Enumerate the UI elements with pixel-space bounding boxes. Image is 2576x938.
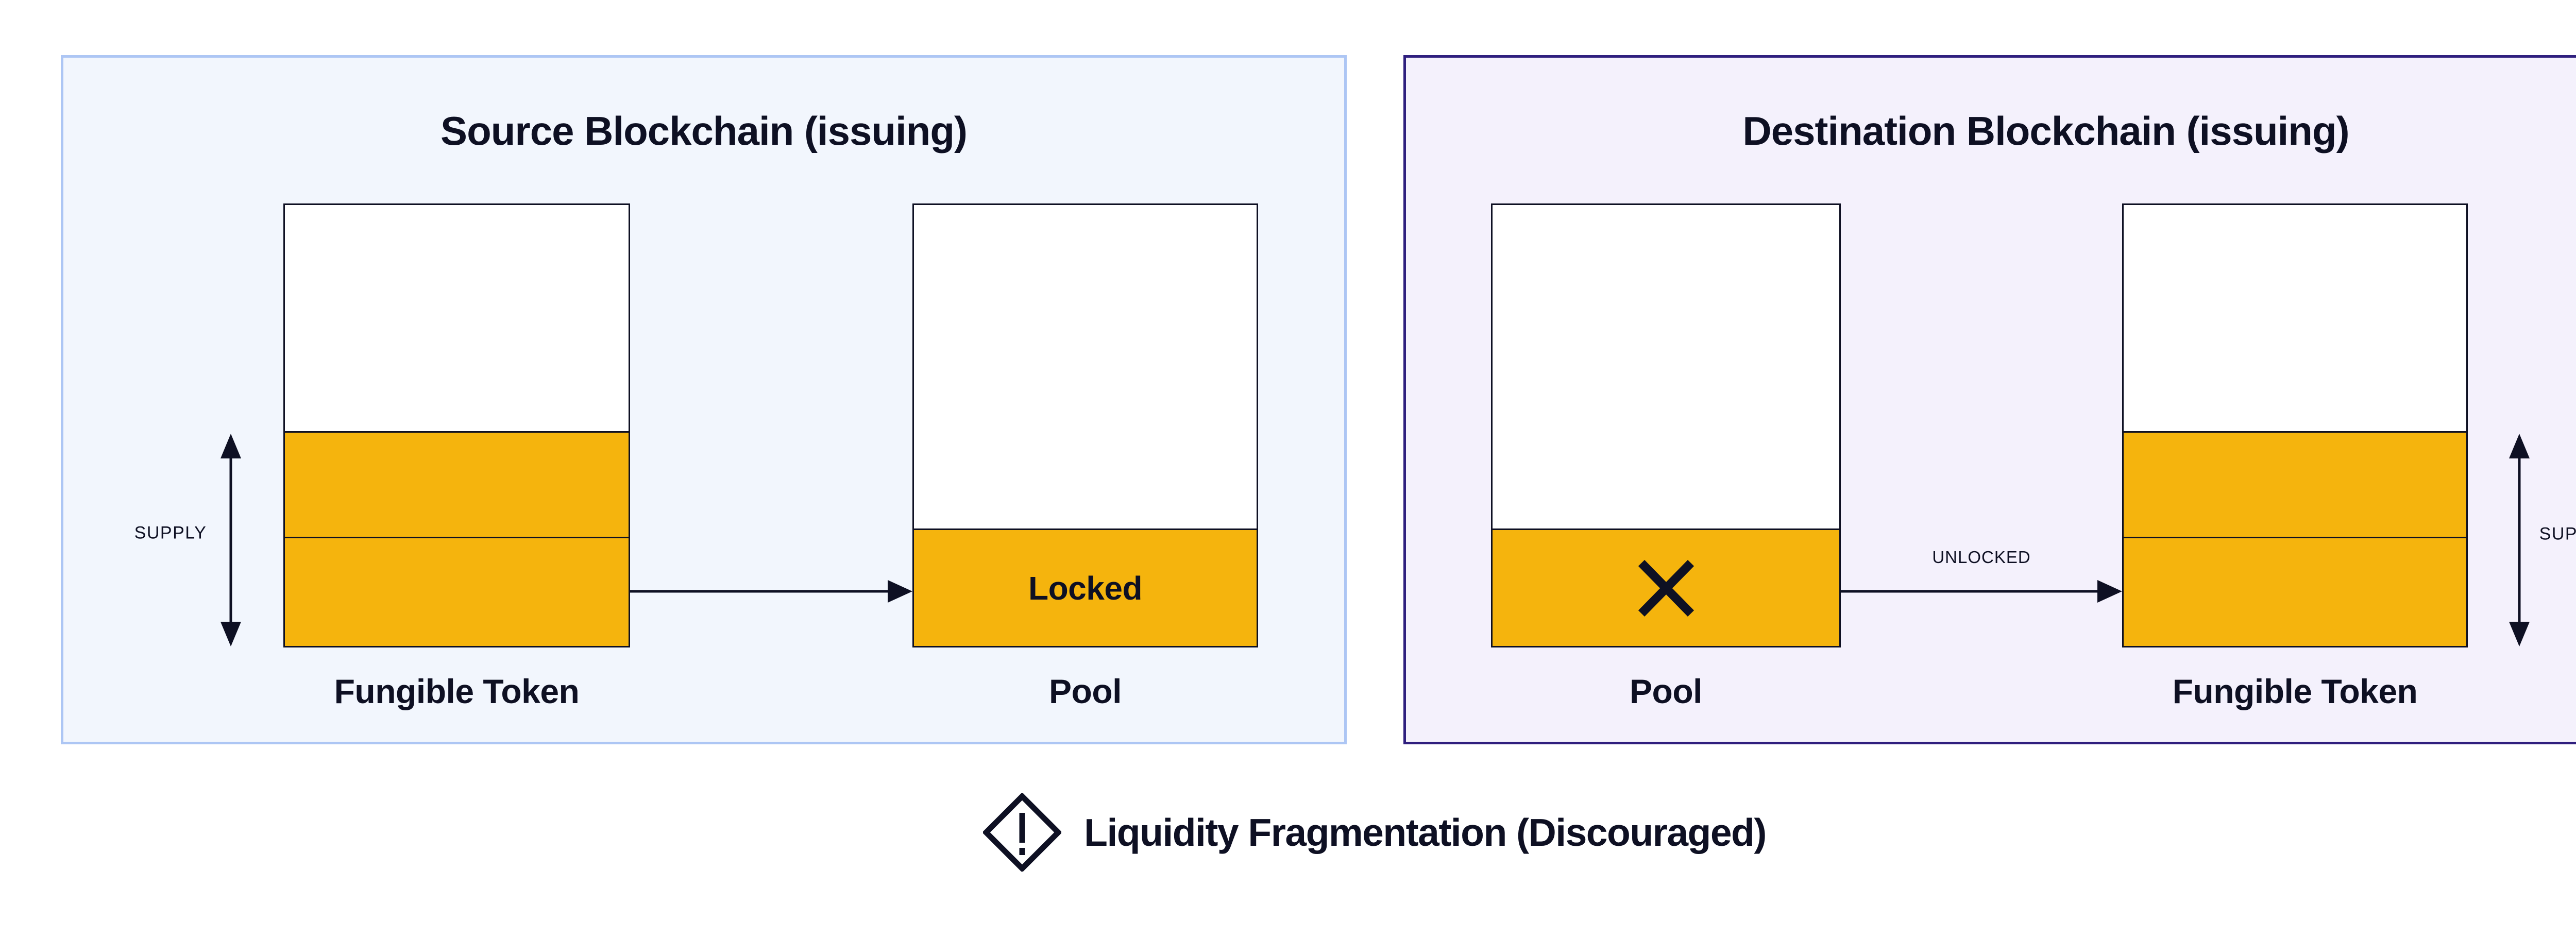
caption-row: Liquidity Fragmentation (Discouraged) — [0, 793, 2576, 872]
source-pool-label: Pool — [1049, 672, 1122, 710]
source-pool-locked-segment: Locked — [914, 528, 1257, 646]
source-token-supply-segment-lower — [285, 537, 629, 646]
caption-text: Liquidity Fragmentation (Discouraged) — [1084, 811, 1767, 854]
unlocked-label: UNLOCKED — [1932, 548, 2031, 567]
destination-token-supply-segment-upper — [2124, 431, 2466, 537]
destination-pool-label: Pool — [1630, 672, 1703, 710]
cross-icon — [1638, 559, 1694, 617]
destination-supply-label: SUPPLY — [2539, 524, 2576, 544]
source-token-label: Fungible Token — [334, 672, 580, 710]
source-token-supply-segment-upper — [285, 431, 629, 537]
destination-supply-double-arrow-vertical-icon — [2509, 434, 2530, 646]
source-supply-label: SUPPLY — [134, 523, 207, 543]
destination-pool-box — [1491, 203, 1841, 647]
source-token-unissued-segment — [285, 205, 629, 431]
source-supply-double-arrow-vertical-icon — [221, 434, 241, 646]
destination-fungible-token-box — [2122, 203, 2468, 647]
source-panel-title: Source Blockchain (issuing) — [440, 108, 968, 154]
source-blockchain-panel: Source Blockchain (issuing) Fungible Tok… — [61, 55, 1347, 744]
destination-panel-title: Destination Blockchain (issuing) — [1742, 108, 2349, 154]
lock-arrow-right-icon — [630, 580, 912, 603]
destination-pool-unlocked-segment — [1493, 528, 1839, 646]
destination-token-label: Fungible Token — [2172, 672, 2418, 710]
source-pool-box: Locked — [912, 203, 1258, 647]
destination-pool-empty-segment — [1493, 205, 1839, 528]
unlock-arrow-right-icon — [1841, 580, 2122, 603]
destination-token-supply-segment-lower — [2124, 537, 2466, 646]
destination-blockchain-panel: Destination Blockchain (issuing) Pool Fu… — [1403, 55, 2576, 744]
source-pool-empty-segment — [914, 205, 1257, 528]
destination-token-unissued-segment — [2124, 205, 2466, 431]
locked-label: Locked — [1028, 569, 1143, 607]
alert-diamond-icon — [983, 793, 1062, 872]
source-fungible-token-box — [283, 203, 630, 647]
